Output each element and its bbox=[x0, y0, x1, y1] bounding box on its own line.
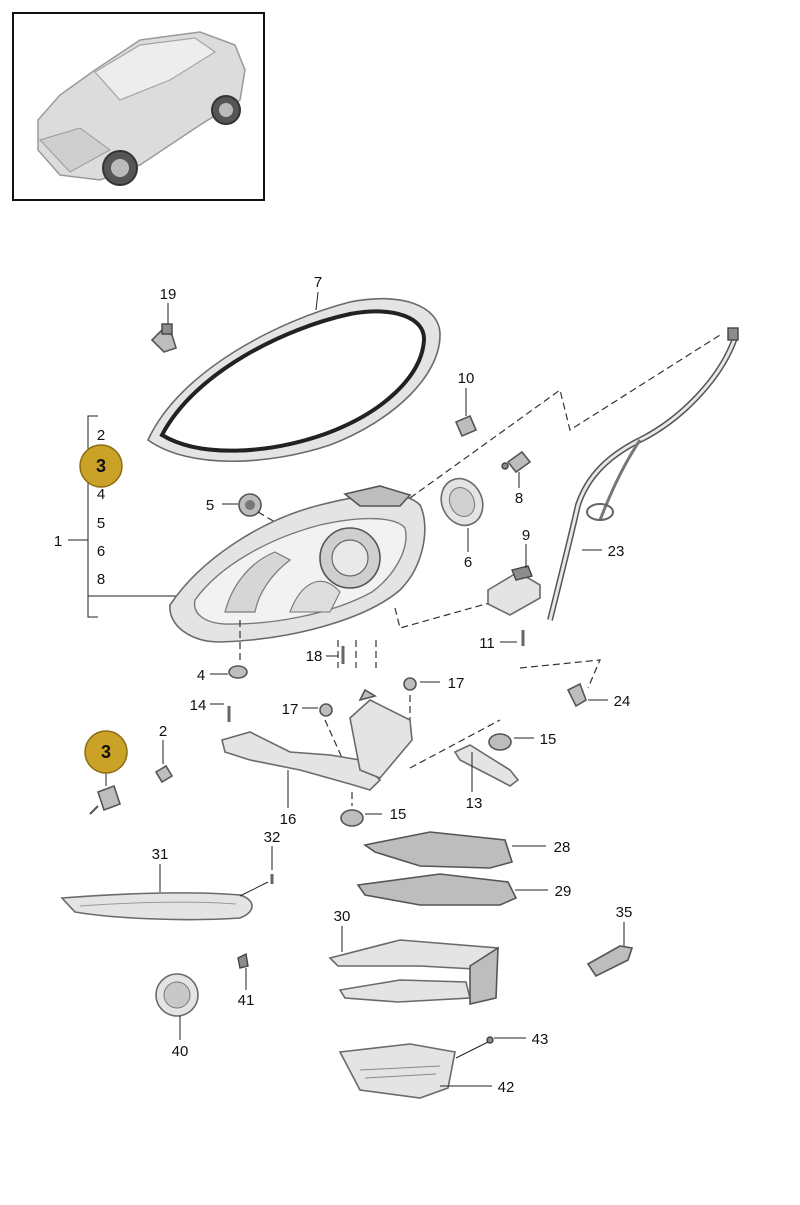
callout-43: 43 bbox=[532, 1031, 549, 1048]
vehicle-thumbnail bbox=[12, 12, 265, 201]
callout-1: 1 bbox=[54, 533, 62, 550]
fog-lamp-40 bbox=[155, 973, 199, 1040]
callout-15-right: 15 bbox=[540, 731, 557, 748]
callout-2-lower: 2 bbox=[159, 723, 167, 740]
callout-8: 8 bbox=[97, 571, 105, 588]
callout-8-right: 8 bbox=[515, 490, 523, 507]
callout-14: 14 bbox=[190, 697, 207, 714]
connector-24 bbox=[566, 682, 608, 708]
grommet-15-right bbox=[488, 733, 534, 751]
panel-29 bbox=[356, 873, 548, 906]
callout-9: 9 bbox=[522, 527, 530, 544]
bracket-1 bbox=[68, 415, 180, 618]
badge-3-upper[interactable]: 3 bbox=[79, 444, 123, 488]
callout-29: 29 bbox=[555, 883, 572, 900]
callout-23: 23 bbox=[608, 543, 625, 560]
screw-43 bbox=[455, 1036, 526, 1059]
callout-41: 41 bbox=[238, 992, 255, 1009]
grommet-4 bbox=[210, 665, 248, 679]
svg-text:3: 3 bbox=[96, 456, 106, 476]
control-unit-9 bbox=[487, 544, 541, 616]
callout-28: 28 bbox=[554, 839, 571, 856]
headlight-assembly bbox=[169, 485, 426, 643]
callout-4: 4 bbox=[97, 486, 105, 503]
connector-10 bbox=[454, 388, 478, 438]
wiring-harness-23 bbox=[547, 327, 739, 621]
callout-42: 42 bbox=[498, 1079, 515, 1096]
callout-30: 30 bbox=[334, 908, 351, 925]
bulb-8 bbox=[501, 450, 532, 488]
cover-cap-6 bbox=[440, 477, 484, 552]
bolt-17-right bbox=[403, 677, 440, 691]
panel-28 bbox=[363, 831, 546, 869]
badge-3-lower[interactable]: 3 bbox=[84, 730, 128, 774]
callout-6: 6 bbox=[97, 543, 105, 560]
suv-car-icon bbox=[37, 31, 246, 186]
callout-6-mid: 6 bbox=[464, 554, 472, 571]
light-strip-31 bbox=[60, 864, 253, 921]
callout-15-bottom: 15 bbox=[390, 806, 407, 823]
bulb-3-lower bbox=[89, 770, 122, 815]
callout-5-mid: 5 bbox=[206, 497, 214, 514]
housing-42 bbox=[338, 1043, 492, 1099]
callout-31: 31 bbox=[152, 846, 169, 863]
callout-5: 5 bbox=[97, 515, 105, 532]
seal-ring bbox=[146, 291, 441, 463]
support-bracket-16 bbox=[221, 688, 413, 808]
callout-32: 32 bbox=[264, 829, 281, 846]
callout-24: 24 bbox=[614, 693, 631, 710]
bracket-13 bbox=[453, 744, 520, 792]
screw-32 bbox=[239, 846, 274, 897]
bulb-19 bbox=[150, 303, 177, 353]
lens-30 bbox=[328, 926, 499, 1006]
callout-labels: 1 2 4 5 6 8 7 19 10 8 5 6 9 23 11 18 4 1… bbox=[54, 274, 633, 1096]
callout-16: 16 bbox=[280, 811, 297, 828]
callout-19: 19 bbox=[160, 286, 177, 303]
screw-18 bbox=[326, 646, 345, 664]
callout-17-right: 17 bbox=[448, 675, 465, 692]
cover-cap-5 bbox=[222, 493, 281, 526]
callout-17-left: 17 bbox=[282, 701, 299, 718]
callout-4-mid: 4 bbox=[197, 667, 205, 684]
callout-10: 10 bbox=[458, 370, 475, 387]
svg-text:3: 3 bbox=[101, 742, 111, 762]
callout-2: 2 bbox=[97, 427, 105, 444]
callout-40: 40 bbox=[172, 1043, 189, 1060]
callout-18: 18 bbox=[306, 648, 323, 665]
callout-11: 11 bbox=[479, 635, 495, 652]
callout-7: 7 bbox=[314, 274, 322, 291]
reflector-35 bbox=[586, 922, 634, 978]
grommet-15-bottom bbox=[340, 809, 382, 827]
screw-11 bbox=[500, 630, 525, 646]
callout-35: 35 bbox=[616, 904, 633, 921]
bolt-17-left bbox=[302, 703, 333, 717]
screw-41 bbox=[237, 952, 249, 990]
bulb-2-lower bbox=[154, 740, 174, 784]
bolt-14 bbox=[210, 703, 231, 722]
callout-13: 13 bbox=[466, 795, 483, 812]
